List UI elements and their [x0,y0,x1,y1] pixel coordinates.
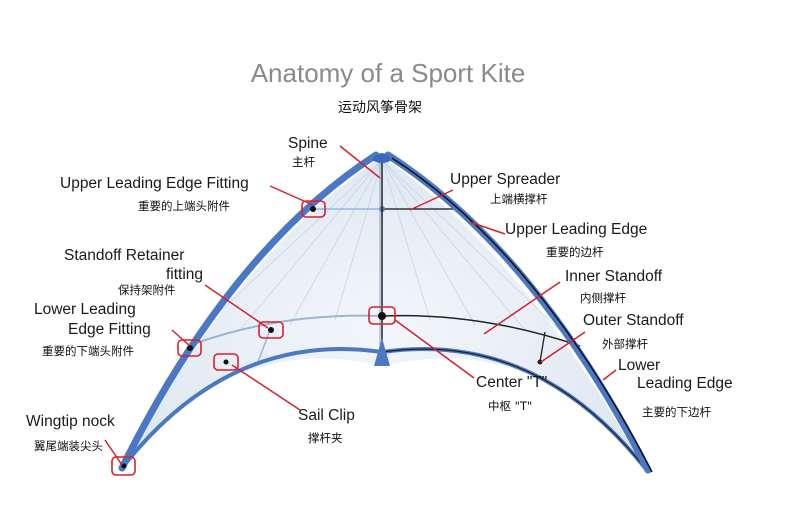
label-standoff-retainer: Standoff Retainer [64,247,184,264]
label-inner-standoff: Inner Standoff [565,268,663,285]
label-edge-fitting: Edge Fitting [68,321,151,338]
label-standoff-retainer-cn: 保持架附件 [118,283,176,297]
label-lower: Lower [618,357,660,374]
label-sail-clip-cn: 撑杆夹 [308,431,343,445]
label-upper-spreader-cn: 上端横撑杆 [490,192,548,206]
nose-fitting [372,153,392,163]
label-center-t-cn: 中枢 "T" [488,399,532,413]
label-wingtip-nock-cn: 翼尾端装尖头 [34,439,103,453]
label-leading-edge: Leading Edge [637,375,733,392]
left-leading-edge [118,151,380,472]
label-outer-standoff-cn: 外部撑杆 [602,337,648,351]
label-center-t: Center "T" [476,374,547,391]
page-title: Anatomy of a Sport Kite [251,58,526,88]
spine-tail [374,338,390,366]
label-sail-clip: Sail Clip [298,407,355,424]
label-wingtip-nock: Wingtip nock [26,413,115,430]
label-lower-leading: Lower Leading [34,301,136,318]
label-lower-leading-edge-cn: 主要的下边杆 [642,405,711,419]
lower-spreader [187,314,383,347]
callout-boxes [111,200,396,476]
label-outer-standoff: Outer Standoff [583,312,684,329]
label-upper-leading-edge-fitting-cn: 重要的上端头附件 [138,199,230,213]
inner-standoff [257,329,271,363]
label-spine: Spine [288,135,328,152]
label-upper-leading-edge-fitting: Upper Leading Edge Fitting [60,175,249,192]
label-lower-leading-edge-fitting-cn: 重要的下端头附件 [42,344,134,358]
label-standoff-retainer-fitting: fitting [166,266,203,283]
leader-lines [104,145,617,466]
page-subtitle: 运动风筝骨架 [338,99,422,116]
label-upper-spreader: Upper Spreader [450,171,560,188]
label-inner-standoff-cn: 内侧撑杆 [580,291,626,305]
outer-standoff [539,331,546,363]
label-upper-leading-edge: Upper Leading Edge [505,221,647,238]
label-upper-leading-edge-cn: 重要的边杆 [546,245,604,259]
label-spine-cn: 主杆 [292,155,315,169]
